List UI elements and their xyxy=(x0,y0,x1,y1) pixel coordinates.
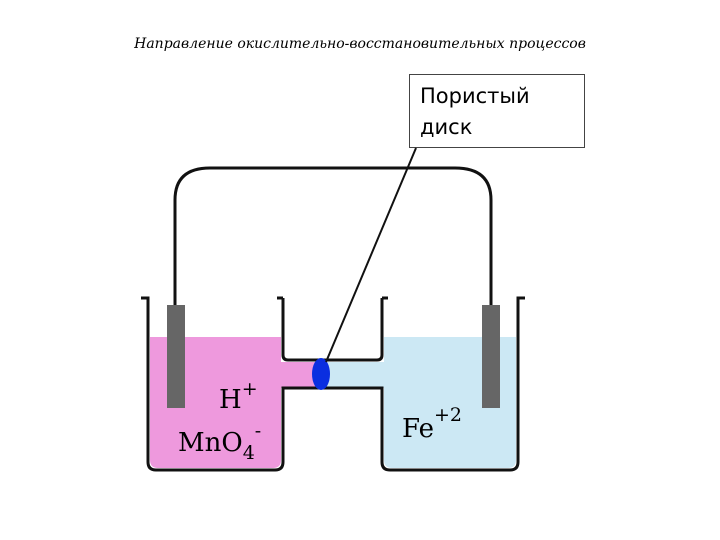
vessel-outline xyxy=(141,296,525,472)
left-solution xyxy=(150,337,321,468)
left-electrode xyxy=(167,305,185,408)
diagram-title: Направление окислительно-восстановительн… xyxy=(134,36,586,52)
callout-line-1: Пористый xyxy=(420,84,530,108)
right-solution xyxy=(321,337,516,468)
right-electrode xyxy=(482,305,500,408)
callout-pointer xyxy=(325,147,417,363)
right-ion-fe: Fe+2 xyxy=(402,404,462,444)
porous-disk-callout: Пористый диск xyxy=(409,74,585,148)
external-wire xyxy=(173,166,493,306)
left-ion-mno4: MnO4- xyxy=(178,420,261,464)
porous-disk xyxy=(312,358,330,390)
left-ion-h: H+ xyxy=(219,378,258,415)
callout-line-2: диск xyxy=(420,115,473,139)
